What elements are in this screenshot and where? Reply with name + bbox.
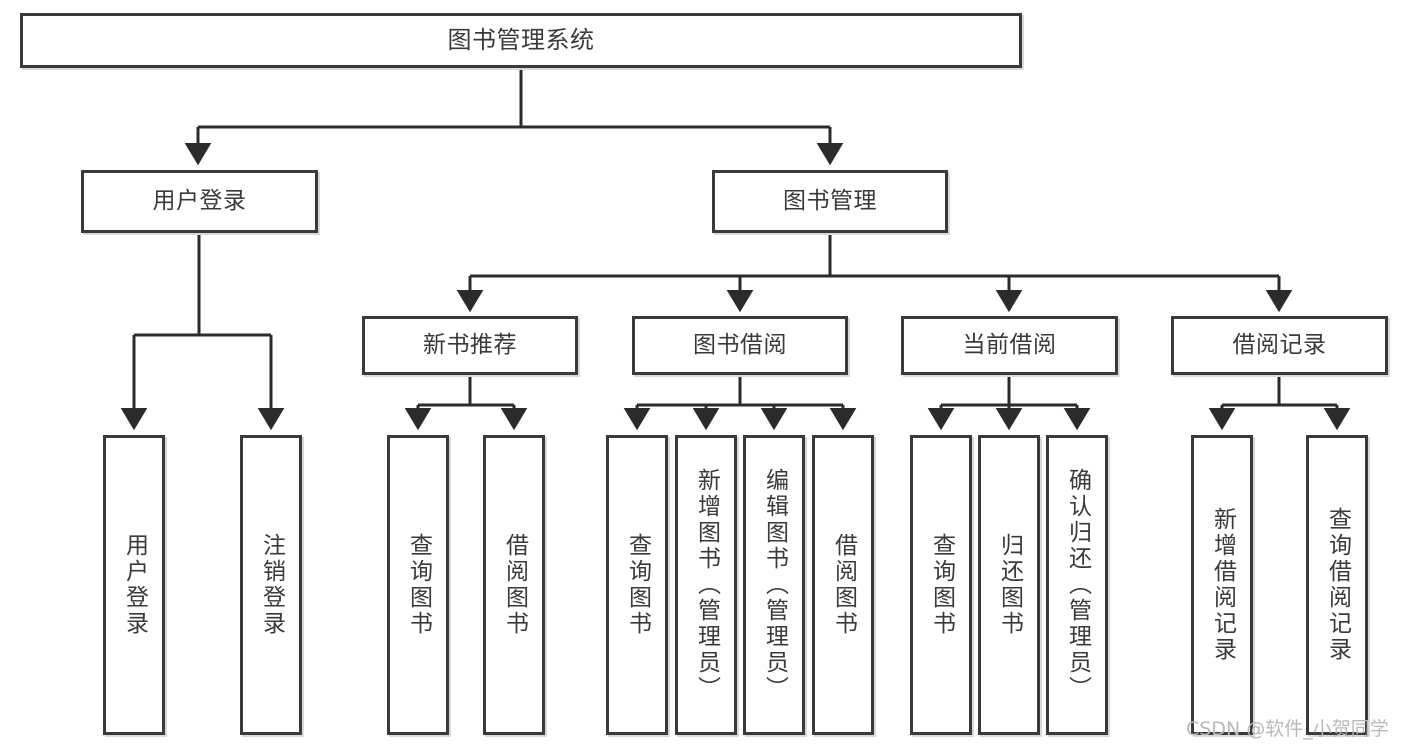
node-label: 用户登录 [121, 533, 148, 637]
node-label: 图书管理系统 [447, 26, 595, 55]
node-leaf-borrow-book[interactable]: 借阅图书 [812, 435, 874, 735]
node-root-book-management-system[interactable]: 图书管理系统 [20, 13, 1022, 68]
node-label: 新增图书（管理员） [693, 468, 720, 702]
node-label: 当前借阅 [962, 331, 1057, 358]
node-leaf-new-book-query[interactable]: 查询图书 [387, 435, 449, 735]
node-book-borrow[interactable]: 图书借阅 [632, 316, 848, 375]
node-label: 注销登录 [258, 533, 285, 637]
node-leaf-logout[interactable]: 注销登录 [240, 435, 302, 735]
node-label: 查询图书 [624, 533, 651, 637]
node-label: 新增借阅记录 [1209, 507, 1236, 663]
node-leaf-edit-book-admin[interactable]: 编辑图书（管理员） [743, 435, 805, 735]
node-leaf-return-book[interactable]: 归还图书 [978, 435, 1040, 735]
node-leaf-add-borrow-record[interactable]: 新增借阅记录 [1191, 435, 1253, 735]
node-label: 编辑图书（管理员） [761, 468, 788, 702]
node-leaf-user-login[interactable]: 用户登录 [103, 435, 165, 735]
node-label: 图书管理 [783, 187, 877, 214]
node-leaf-borrow-query-book[interactable]: 查询图书 [606, 435, 668, 735]
node-label: 确认归还（管理员） [1064, 468, 1091, 702]
node-label: 借阅图书 [501, 533, 528, 637]
node-leaf-confirm-return-admin[interactable]: 确认归还（管理员） [1046, 435, 1108, 735]
node-leaf-new-book-borrow[interactable]: 借阅图书 [483, 435, 545, 735]
node-current-borrow[interactable]: 当前借阅 [901, 316, 1118, 375]
node-new-book-recommend[interactable]: 新书推荐 [362, 316, 578, 375]
watermark: CSDN @软件_小贺同学 [1186, 718, 1389, 740]
node-user-login[interactable]: 用户登录 [81, 170, 318, 233]
node-label: 查询图书 [928, 533, 955, 637]
node-label: 用户登录 [152, 187, 247, 214]
node-label: 图书借阅 [693, 331, 787, 358]
node-leaf-add-book-admin[interactable]: 新增图书（管理员） [675, 435, 737, 735]
node-label: 借阅图书 [830, 533, 857, 637]
node-label: 查询借阅记录 [1324, 507, 1351, 663]
node-label: 查询图书 [405, 533, 432, 637]
node-label: 新书推荐 [423, 331, 517, 358]
node-leaf-query-borrow-record[interactable]: 查询借阅记录 [1306, 435, 1368, 735]
node-label: 归还图书 [996, 533, 1023, 637]
node-label: 借阅记录 [1232, 331, 1327, 358]
node-book-management[interactable]: 图书管理 [712, 170, 948, 233]
node-leaf-current-query-book[interactable]: 查询图书 [910, 435, 972, 735]
node-borrow-record[interactable]: 借阅记录 [1171, 316, 1388, 375]
